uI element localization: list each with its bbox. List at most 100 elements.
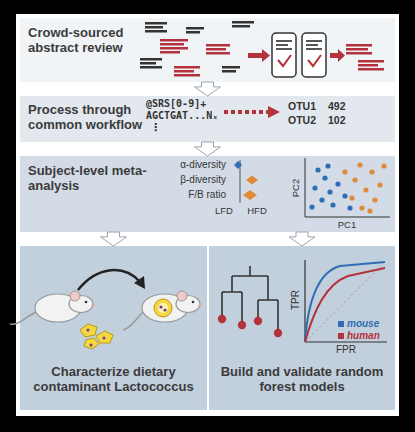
legend-text: mouse: [347, 318, 379, 329]
mouse-left: [10, 291, 95, 324]
read-header: @SRS[0-9]+: [146, 99, 206, 109]
scatter-points-orange: [369, 169, 374, 174]
abstract-icons: [140, 21, 254, 73]
abstract-icons: [222, 66, 240, 69]
scatter-points-orange: [377, 182, 382, 187]
scatter-points-orange: [381, 163, 386, 168]
step-title: Characterize dietary contaminant Lactoco…: [22, 364, 205, 394]
abstract-icons: [232, 21, 254, 24]
food-pellets: [103, 337, 106, 340]
phone-screen-lines: [306, 48, 322, 50]
mouse-right: [123, 291, 202, 330]
review-arrow: [330, 53, 338, 58]
abstract-icons-red: [358, 60, 384, 63]
flow-arrow: [101, 232, 127, 246]
abstract-icons: [186, 31, 200, 34]
sequence-read: AGCTGAT...Nₓ: [146, 111, 218, 121]
abstract-icons-red: [358, 64, 378, 67]
forest-plot: [243, 190, 257, 200]
phone-screen-lines: [276, 40, 322, 50]
check-mark: [278, 55, 321, 66]
otu-name: OTU1: [288, 101, 316, 112]
abstract-icons: [140, 58, 162, 61]
scatter-points-blue: [309, 204, 314, 209]
abstract-icons-red: [206, 48, 226, 51]
phone-screen-lines: [306, 40, 322, 42]
forest-plot: [234, 160, 258, 203]
mouse-right: [154, 299, 172, 317]
flow-arrow: [195, 142, 221, 156]
abstract-icons: [140, 66, 162, 69]
check-mark: [308, 55, 321, 66]
dashed-arrow: [268, 106, 280, 118]
abstract-icons-red: [346, 52, 372, 55]
tree-leaf: [274, 329, 282, 337]
flow-arrow: [289, 232, 315, 246]
mouse-right: [158, 303, 168, 313]
otu-count: 492: [328, 101, 346, 112]
abstract-icons-red: [160, 51, 180, 54]
transfer-arrow: [78, 270, 140, 290]
scatter-points-orange: [352, 177, 357, 182]
scatter-points-orange: [359, 205, 364, 210]
step-title: Subject-level meta-analysis: [28, 163, 148, 193]
phone-screen-lines: [276, 40, 292, 42]
scatter-points-blue: [315, 167, 320, 172]
phone-screen-lines: [306, 44, 318, 46]
abstract-icons: [186, 27, 204, 30]
tree-leaf: [254, 317, 262, 325]
scatter-points-blue: [327, 189, 332, 194]
legend-swatch: [338, 321, 344, 327]
food-pellets: [87, 329, 90, 332]
scatter-points-blue: [330, 202, 335, 207]
metric-label: α-diversity: [180, 160, 226, 170]
scatter-points-blue: [312, 185, 317, 190]
metric-label: β-diversity: [180, 175, 226, 185]
scatter-points-orange: [363, 187, 368, 192]
food-pellets: [84, 338, 99, 349]
axis-label: TPR: [291, 290, 301, 310]
roc-curve-mouse: [305, 262, 385, 342]
legend-entry: human: [338, 326, 380, 344]
pca-axes: [305, 158, 306, 217]
roc-axes: [305, 260, 387, 342]
axis-label: PC2: [291, 179, 301, 197]
mouse-right: [199, 304, 202, 307]
legend-text: human: [347, 330, 380, 341]
mouse-left: [85, 301, 88, 304]
axis-label: FPR: [336, 345, 356, 355]
dashed-arrow: [224, 110, 268, 114]
dashed-arrow: [224, 106, 280, 118]
tree-leaf: [218, 315, 282, 337]
abstract-icons: [140, 62, 156, 65]
mouse-right: [159, 305, 162, 308]
roc-axes: [305, 341, 387, 342]
flow-arrow: [195, 82, 221, 96]
check-mark: [278, 55, 291, 66]
phone-screen-lines: [276, 48, 292, 50]
scatter-points-blue: [335, 181, 340, 186]
chance-line: [305, 262, 385, 342]
forest-plot: [246, 176, 258, 185]
pca-axes: [305, 217, 390, 218]
scatter-points-orange: [342, 169, 347, 174]
abstract-icons-red: [174, 74, 200, 77]
scatter-points-blue: [347, 205, 352, 210]
mouse-right: [163, 308, 166, 311]
abstract-icons-red: [174, 70, 194, 73]
abstract-icons: [232, 25, 250, 28]
abstract-icons-red: [160, 39, 188, 42]
review-arrow: [262, 49, 270, 62]
phone-screen-lines: [276, 44, 288, 46]
abstract-icons-red: [346, 48, 368, 51]
food-pellets: [80, 324, 113, 349]
legend-swatch: [338, 333, 344, 339]
mouse-right: [177, 291, 187, 301]
abstract-icons-red: [358, 68, 384, 71]
tree-leaf: [238, 321, 246, 329]
abstract-icons-red: [206, 52, 230, 55]
step-title: Build and validate random forest models: [217, 364, 387, 394]
scatter-points-orange: [372, 197, 377, 202]
axis-label: LFD: [215, 206, 233, 216]
